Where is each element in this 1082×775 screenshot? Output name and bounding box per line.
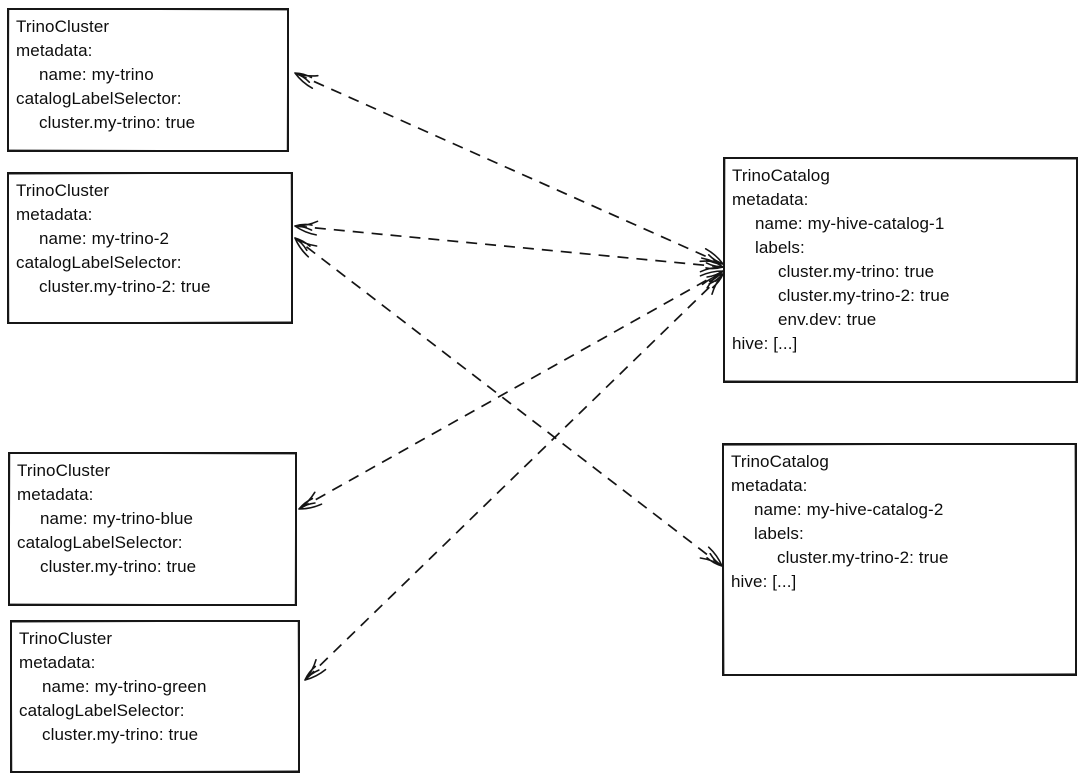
node-trino-catalog-my-hive-catalog-1: TrinoCatalog metadata: name: my-hive-catal… bbox=[723, 157, 1078, 383]
node-text-line: metadata: bbox=[19, 653, 96, 672]
node-text-line: TrinoCluster bbox=[16, 17, 110, 36]
node-text-line: name: my-trino-2 bbox=[39, 229, 170, 248]
node-text-line: TrinoCluster bbox=[19, 629, 113, 648]
node-trino-cluster-my-trino-blue: TrinoCluster metadata: name: my-trino-blue… bbox=[8, 452, 297, 606]
node-text-line: hive: [...] bbox=[731, 572, 797, 591]
arrow-trino-catalog-my-hive-catalog-1--trino-cluster-my-trino-green bbox=[304, 273, 724, 681]
arrow-trino-catalog-my-hive-catalog-1--trino-cluster-my-trino-blue bbox=[298, 270, 724, 510]
node-text-line: labels: bbox=[755, 238, 805, 257]
node-text-line: catalogLabelSelector: bbox=[19, 701, 185, 720]
node-text-line: cluster.my-trino: true bbox=[39, 113, 196, 132]
node-text-line: metadata: bbox=[16, 41, 93, 60]
node-text-line: hive: [...] bbox=[732, 334, 798, 353]
node-text-line: metadata: bbox=[16, 205, 93, 224]
node-text-line: catalogLabelSelector: bbox=[17, 533, 183, 552]
node-text-line: catalogLabelSelector: bbox=[16, 253, 182, 272]
node-text-line: cluster.my-trino: true bbox=[778, 262, 935, 281]
node-text-line: name: my-trino-green bbox=[42, 677, 207, 696]
node-text-line: name: my-trino bbox=[39, 65, 154, 84]
node-text-line: metadata: bbox=[731, 476, 808, 495]
arrow-trino-catalog-my-hive-catalog-1--trino-cluster-my-trino-2 bbox=[294, 220, 724, 273]
node-text-line: cluster.my-trino-2: true bbox=[778, 286, 950, 305]
node-text-line: TrinoCluster bbox=[17, 461, 111, 480]
node-trino-cluster-my-trino-2: TrinoCluster metadata: name: my-trino-2 cat… bbox=[7, 172, 293, 324]
node-text-line: metadata: bbox=[732, 190, 809, 209]
node-text-line: name: my-hive-catalog-1 bbox=[755, 214, 945, 233]
node-text-line: catalogLabelSelector: bbox=[16, 89, 182, 108]
node-text-line: env.dev: true bbox=[778, 310, 877, 329]
node-trino-catalog-my-hive-catalog-2: TrinoCatalog metadata: name: my-hive-catal… bbox=[722, 443, 1077, 676]
node-trino-cluster-my-trino-green: TrinoCluster metadata: name: my-trino-gree… bbox=[10, 620, 300, 773]
node-text-line: cluster.my-trino: true bbox=[42, 725, 199, 744]
node-text-line: name: my-trino-blue bbox=[40, 509, 194, 528]
node-trino-cluster-my-trino: TrinoCluster metadata: name: my-trino catal… bbox=[7, 8, 289, 152]
node-text-line: metadata: bbox=[17, 485, 94, 504]
arrow-trino-catalog-my-hive-catalog-1--trino-cluster-my-trino bbox=[294, 72, 724, 265]
arrow-trino-catalog-my-hive-catalog-2--trino-cluster-my-trino-2 bbox=[294, 237, 723, 567]
node-text-line: name: my-hive-catalog-2 bbox=[754, 500, 944, 519]
node-text-line: TrinoCatalog bbox=[732, 166, 830, 185]
node-text-line: labels: bbox=[754, 524, 804, 543]
node-text-line: cluster.my-trino: true bbox=[40, 557, 197, 576]
node-text-line: TrinoCatalog bbox=[731, 452, 829, 471]
node-text-line: cluster.my-trino-2: true bbox=[777, 548, 949, 567]
node-text-line: cluster.my-trino-2: true bbox=[39, 277, 211, 296]
node-text-line: TrinoCluster bbox=[16, 181, 110, 200]
